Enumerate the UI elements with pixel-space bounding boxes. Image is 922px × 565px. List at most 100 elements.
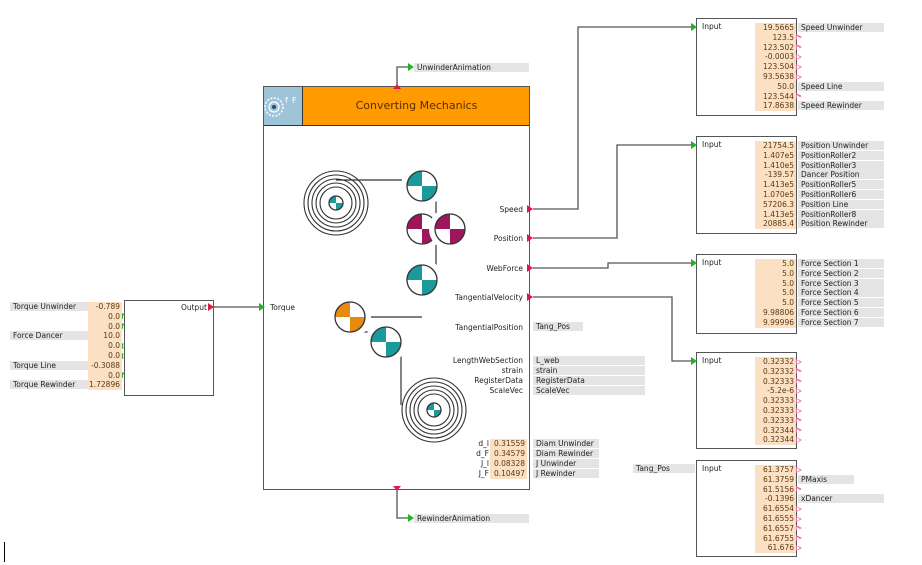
velocity-output-port-open[interactable] (796, 368, 802, 375)
scale-vec-pin: ScaleVec (489, 386, 523, 395)
tangpos-output-label: xDancer (798, 494, 884, 504)
tangpos-output-port-open[interactable] (796, 535, 802, 542)
force-output-value: 9.99996 (755, 317, 796, 328)
svg-text:f: f (285, 96, 288, 105)
speed-output-port-open[interactable] (796, 93, 802, 100)
speed-output-port-open[interactable] (796, 73, 802, 80)
speed-output-value: 123.5 (755, 32, 796, 43)
diameter-value: 0.34579 (490, 449, 527, 459)
dancer-roller-icon (329, 296, 371, 338)
position-output-label: Dancer Position (798, 170, 884, 180)
tangential-position-pin: TangentialPosition (455, 323, 523, 332)
velocity-output-value: 0.32333 (755, 415, 796, 426)
rewinder-animation-input-port[interactable] (408, 514, 414, 522)
velocity-output-port-open[interactable] (796, 427, 802, 434)
velocity-output-port-open[interactable] (796, 358, 802, 365)
position-output-value: 1.407e5 (755, 150, 796, 161)
tangpos-output-port-open[interactable] (796, 505, 802, 512)
speed-output-value: 17.8638 (755, 101, 796, 112)
velocity-output-value: 0.32333 (755, 376, 796, 387)
coil-ring (315, 182, 357, 224)
velocity-output-port-open[interactable] (796, 387, 802, 394)
speed-output-port[interactable] (527, 205, 533, 213)
tangpos-output-port-open[interactable] (796, 466, 802, 473)
block-title: Converting Mechanics (355, 99, 478, 112)
l-web-label: L_web (533, 356, 645, 365)
scale-vec-label: ScaleVec (533, 386, 645, 395)
velocity-output-port-open[interactable] (796, 417, 802, 424)
webforce-pin: WebForce (486, 264, 523, 273)
unwinder-animation-port[interactable] (393, 84, 401, 89)
mux-output-port[interactable] (208, 303, 214, 311)
force-output-label: Force Section 6 (798, 308, 884, 317)
velocity-output-value: 0.32344 (755, 425, 796, 436)
strain-label: strain (533, 366, 645, 375)
torque-input-port[interactable] (259, 303, 265, 311)
velocity-demux-input-pin: Input (702, 356, 722, 365)
unwinder-animation-label: UnwinderAnimation (414, 63, 529, 72)
unwinder-animation-input-port[interactable] (408, 63, 414, 71)
tangential-velocity-output-port[interactable] (527, 293, 533, 301)
mux-block[interactable]: Output (124, 300, 214, 396)
velocity-output-port-open[interactable] (796, 436, 802, 443)
webforce-output-port[interactable] (527, 264, 533, 272)
velocity-output-value: 0.32333 (755, 406, 796, 416)
diameter-pin: d_l (478, 439, 489, 448)
tangpos-output-port-open[interactable] (796, 486, 802, 493)
position-output-label: Position Rewinder (798, 219, 884, 229)
force-output-label: Force Section 2 (798, 268, 884, 278)
speed-output-value: 123.504 (755, 62, 796, 72)
force-output-value: 5.0 (755, 298, 796, 308)
velocity-output-value: 0.32332 (755, 366, 796, 377)
tangpos-output-port-open[interactable] (796, 515, 802, 522)
converting-mechanics-block[interactable]: f F Converting Mechanics Speed Position … (263, 86, 530, 490)
coil-ring (319, 186, 353, 220)
coil-ring (409, 385, 459, 435)
speed-demux-input-pin: Input (702, 22, 722, 31)
force-output-label: Force Section 3 (798, 278, 884, 288)
position-output-value: 1.410e5 (755, 160, 796, 171)
position-pin: Position (493, 234, 523, 243)
velocity-output-value: 0.32333 (755, 396, 796, 406)
tangpos-output-value: 61.3757 (755, 465, 796, 475)
speed-output-port-open[interactable] (796, 63, 802, 70)
velocity-output-value: -5.2e-6 (755, 386, 796, 397)
velocity-demux-input-port[interactable] (691, 357, 697, 365)
rewinder-animation-port[interactable] (393, 486, 401, 491)
mux-input-value: 0.0 (88, 321, 122, 332)
register-data-label: RegisterData (533, 376, 645, 385)
roller-4-icon (429, 208, 471, 250)
tangpos-output-port-open[interactable] (796, 544, 802, 551)
velocity-output-value: 0.32332 (755, 357, 796, 367)
velocity-output-port-open[interactable] (796, 378, 802, 385)
speed-output-value: -0.0003 (755, 52, 796, 63)
speed-pin: Speed (499, 205, 523, 214)
position-output-port[interactable] (527, 234, 533, 242)
force-demux-input-port[interactable] (691, 259, 697, 267)
speed-demux-input-port[interactable] (691, 23, 697, 31)
block-title-bar: f F Converting Mechanics (264, 87, 529, 126)
position-output-value: 1.413e5 (755, 180, 796, 190)
coil-ring (303, 170, 369, 236)
position-output-value: -139.57 (755, 170, 796, 181)
speed-output-port-open[interactable] (796, 44, 802, 51)
wire-position (533, 144, 695, 239)
position-output-value: 1.413e5 (755, 209, 796, 220)
mux-input-value: 0.0 (88, 311, 122, 322)
force-output-value: 9.98806 (755, 308, 796, 318)
mux-input-label: Force Dancer (10, 331, 88, 341)
speed-output-port-open[interactable] (796, 53, 802, 60)
tangpos-demux-input-pin: Input (702, 464, 722, 473)
velocity-output-port-open[interactable] (796, 407, 802, 414)
torque-pin: Torque (270, 303, 295, 312)
speed-output-value: 123.502 (755, 42, 796, 53)
speed-output-port-open[interactable] (796, 34, 802, 41)
mux-input-value: 0.0 (88, 351, 122, 361)
velocity-output-port-open[interactable] (796, 397, 802, 404)
coil-ring (311, 178, 361, 228)
force-output-value: 5.0 (755, 288, 796, 299)
tangpos-output-port-open[interactable] (796, 525, 802, 532)
speed-output-label: Speed Line (798, 81, 884, 91)
position-demux-input-port[interactable] (691, 141, 697, 149)
coil-ring (307, 174, 365, 232)
